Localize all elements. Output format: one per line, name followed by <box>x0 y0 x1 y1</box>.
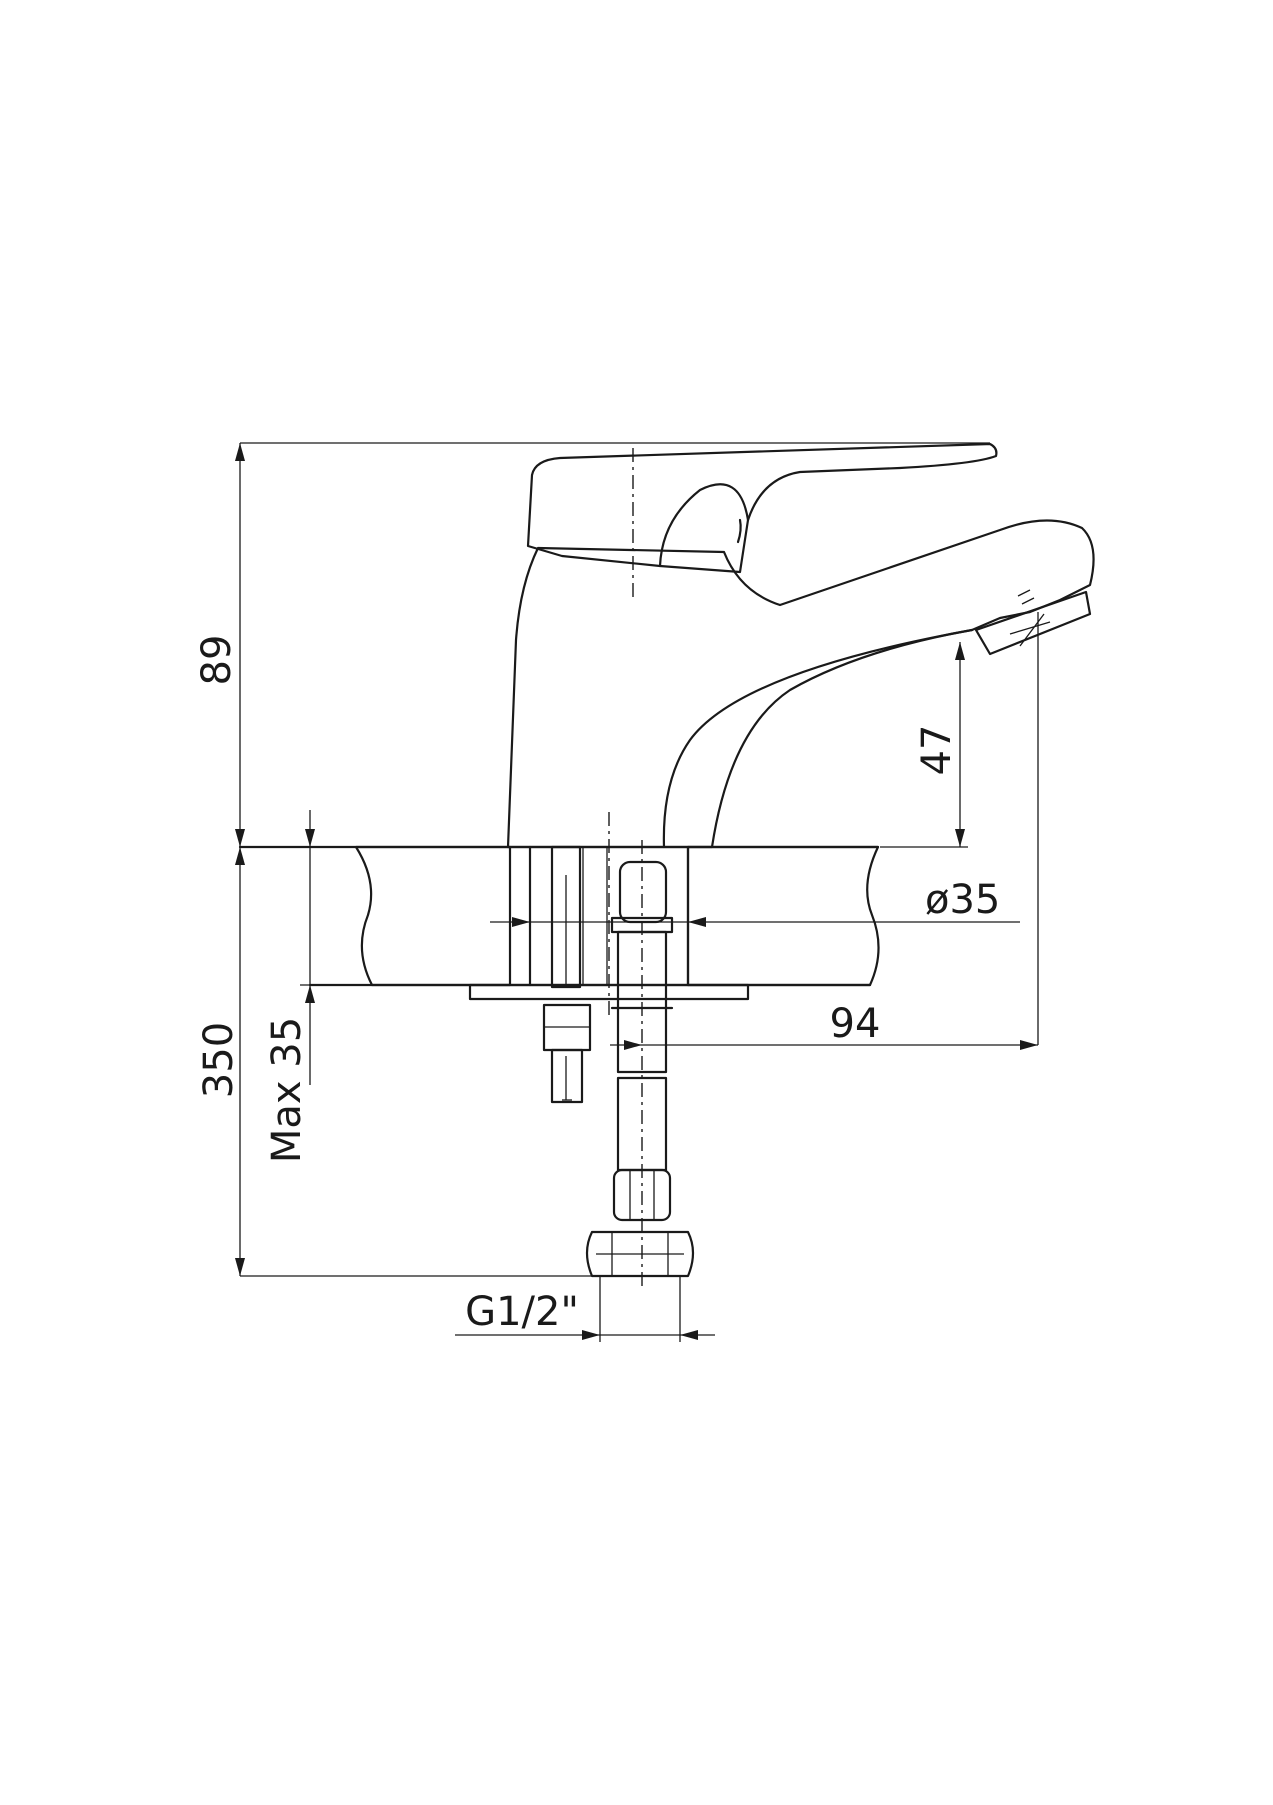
mounting-bolt <box>542 845 592 1104</box>
label-hose-length: 350 <box>196 1022 242 1098</box>
label-spout-reach: 94 <box>830 1001 881 1047</box>
label-hole-diameter: ø35 <box>925 877 1000 923</box>
label-max-thickness: Max 35 <box>264 1017 310 1163</box>
dimension-thread <box>455 1276 715 1342</box>
countertop-section <box>238 845 880 987</box>
dimension-overall-height <box>235 442 990 847</box>
dimension-hose-length <box>235 847 600 1277</box>
label-thread: G1/2" <box>465 1289 579 1335</box>
water-hose <box>585 860 695 1278</box>
dimension-max-thickness <box>300 810 380 1085</box>
faucet-body <box>506 442 1095 849</box>
dimension-spout-reach <box>610 612 1039 1050</box>
dimension-spout-height <box>880 642 968 848</box>
dimension-hole-diameter <box>490 917 1020 927</box>
label-spout-height: 47 <box>914 725 960 776</box>
label-overall-height: 89 <box>194 635 240 686</box>
